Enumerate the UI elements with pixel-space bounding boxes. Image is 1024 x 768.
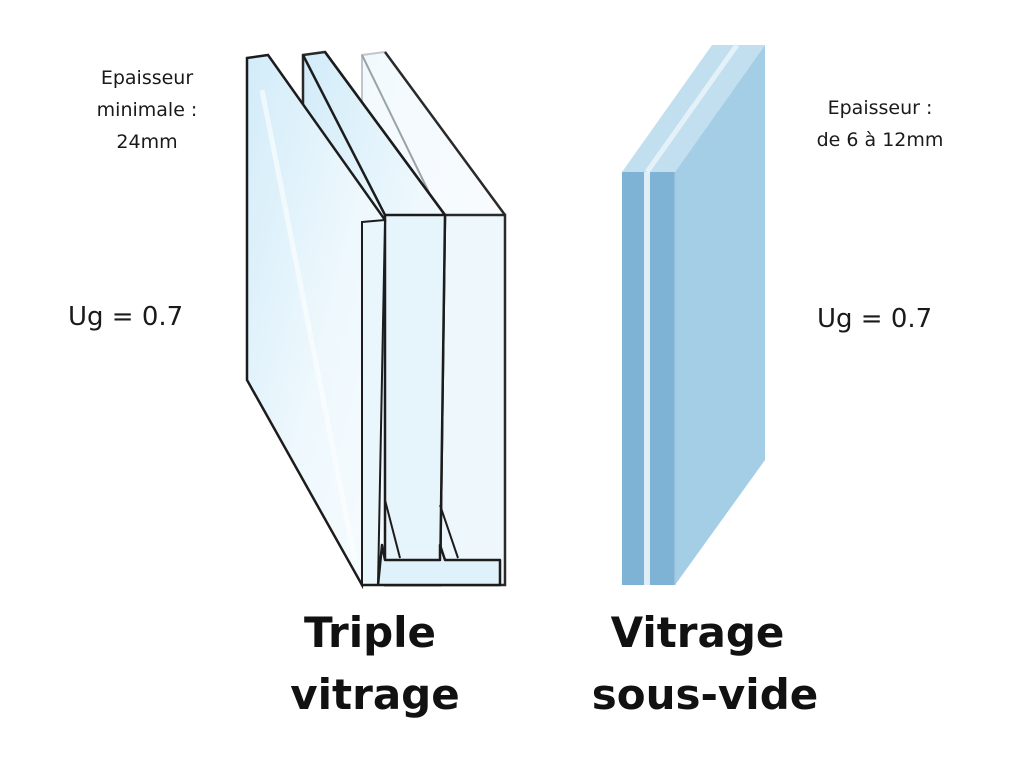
vacuum-glazing-illustration xyxy=(622,43,765,585)
spacer-frame xyxy=(360,499,502,587)
triple-caption-line1: Triple xyxy=(303,608,437,657)
glass-pane-front xyxy=(245,53,387,590)
vacuum-thickness-label: Epaisseur : de 6 à 12mm xyxy=(816,97,944,151)
triple-ug-value: Ug = 0.7 xyxy=(68,302,184,332)
vacuum-seam xyxy=(644,172,650,585)
vacuum-pane-side-face xyxy=(675,45,765,585)
vacuum-ug-value: Ug = 0.7 xyxy=(817,304,933,334)
triple-caption-line2: vitrage xyxy=(290,670,460,719)
triple-glazing-illustration xyxy=(245,50,507,590)
vacuum-caption-line2: sous-vide xyxy=(591,670,819,719)
triple-thickness-label: Epaisseur minimale : 24mm xyxy=(96,67,198,153)
vacuum-caption-line1: Vitrage xyxy=(610,608,785,657)
